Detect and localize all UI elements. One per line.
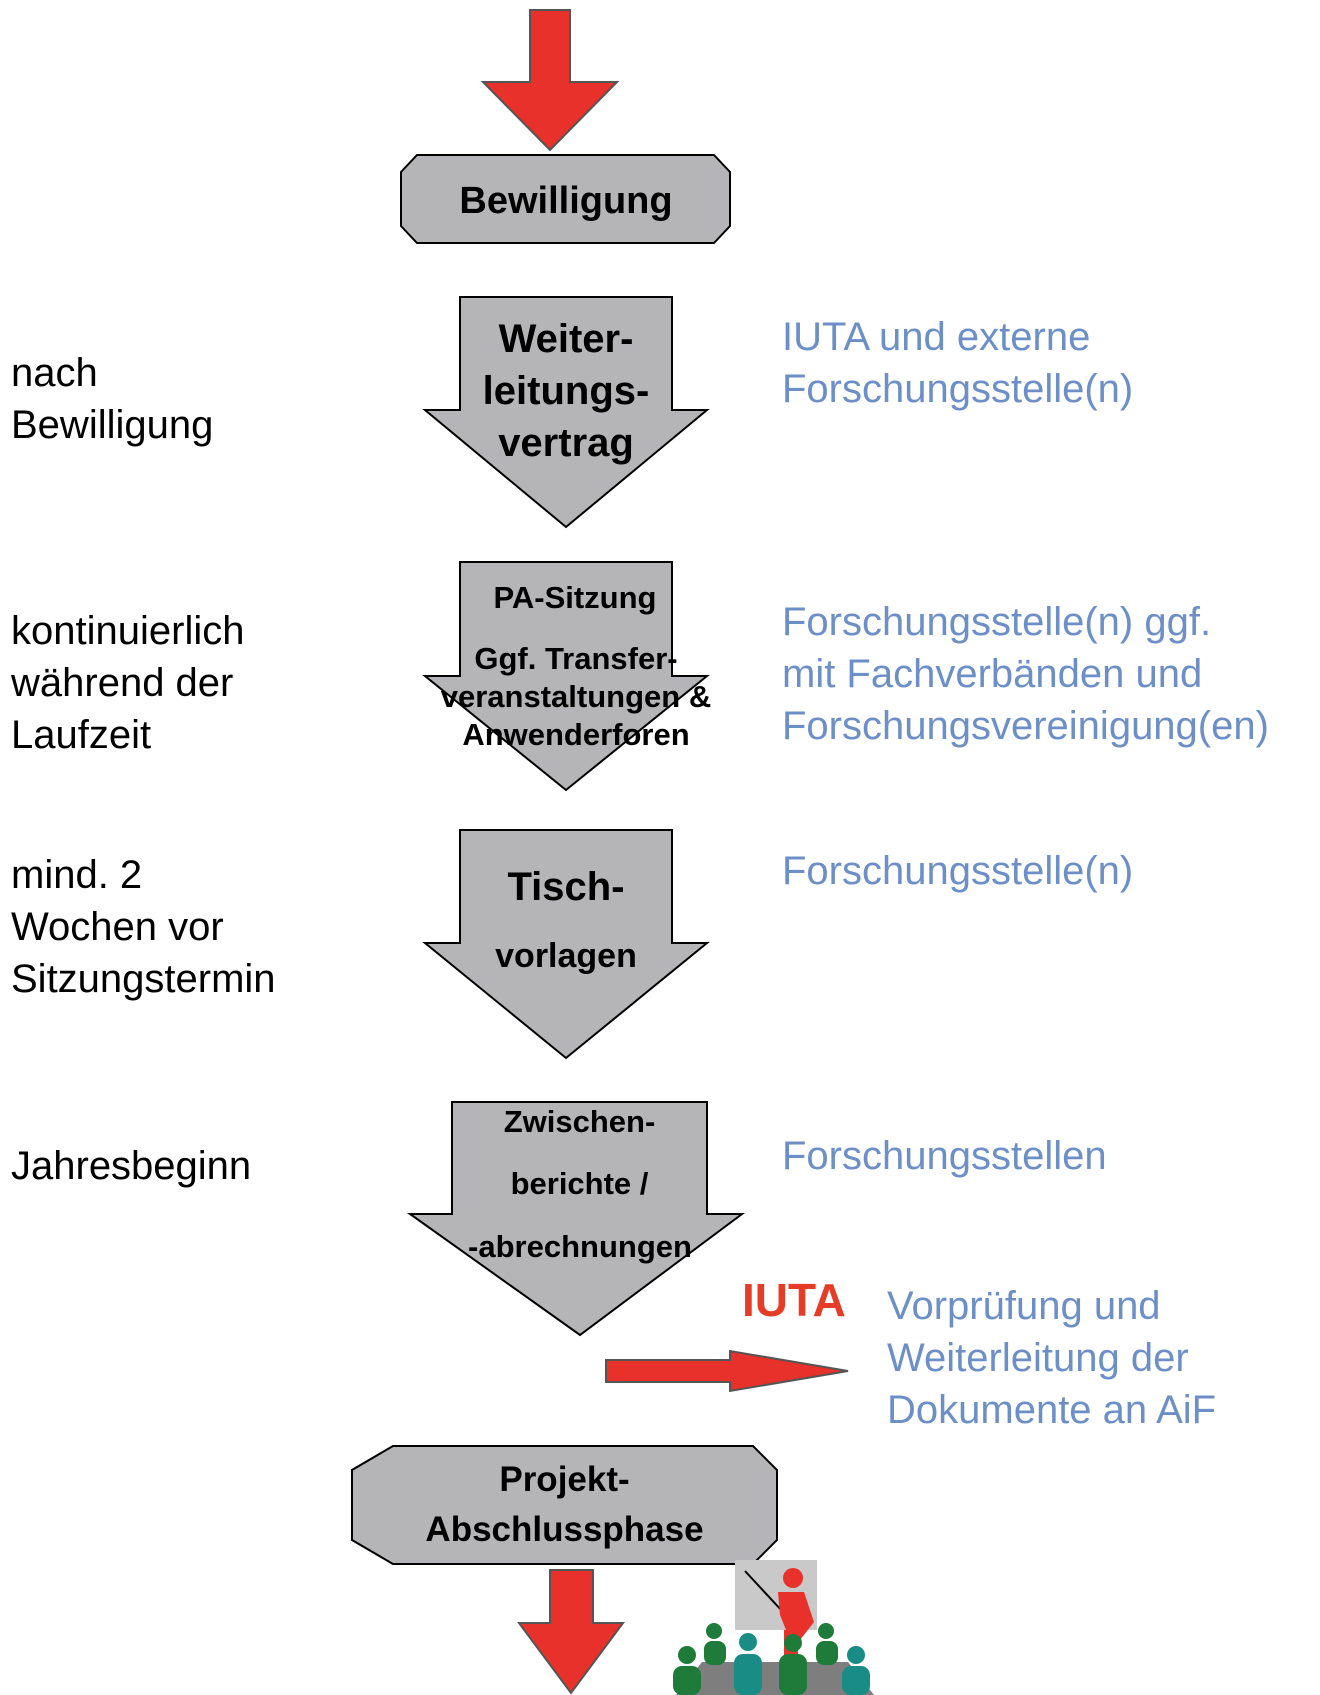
pa-sitzung-title: PA-Sitzung <box>493 580 657 615</box>
pa-sitzung-arrow <box>422 561 710 792</box>
pa-sitzung-sub: Ggf. Transfer- veranstaltungen & Anwende… <box>440 641 712 752</box>
top-arrow-icon <box>480 9 620 152</box>
tisch-label-1: Tisch- <box>507 865 625 909</box>
abschluss-label: Projekt- Abschlussphase <box>425 1460 704 1549</box>
timing-nach-bewilligung: nach Bewilligung <box>11 351 214 447</box>
zwischen-label-3: -abrechnungen <box>468 1229 692 1264</box>
weiterleitung-arrow <box>422 296 710 529</box>
responsible-iuta-extern: IUTA und externe Forschungsstelle(n) <box>782 315 1134 411</box>
iuta-pointer-arrow <box>605 1349 849 1393</box>
responsible-forschungsstellen-zwischen: Forschungsstellen <box>782 1134 1107 1178</box>
iuta-label: IUTA <box>742 1274 846 1326</box>
timing-kontinuierlich: kontinuierlich während der Laufzeit <box>11 609 245 757</box>
zwischen-label-1: Zwischen- <box>503 1104 656 1139</box>
iuta-description: Vorprüfung und Weiterleitung der Dokumen… <box>887 1284 1217 1432</box>
timing-jahresbeginn: Jahresbeginn <box>11 1144 252 1188</box>
bewilligung-shape <box>400 154 731 244</box>
bottom-arrow-icon <box>517 1569 625 1695</box>
bewilligung-label: Bewilligung <box>459 180 673 222</box>
zwischenberichte-arrow <box>406 1101 746 1337</box>
tisch-label-2: vorlagen <box>495 937 637 975</box>
zwischen-label-2: berichte / <box>510 1166 649 1201</box>
responsible-forschungsstellen-fachverbaende: Forschungsstelle(n) ggf. mit Fachverbänd… <box>782 600 1269 748</box>
responsible-forschungsstellen-tisch: Forschungsstelle(n) <box>782 849 1134 893</box>
presentation-icon <box>673 1560 874 1695</box>
timing-mind-2-wochen: mind. 2 Wochen vor Sitzungstermin <box>11 853 276 1001</box>
weiterleitung-label: Weiter- leitungs- vertrag <box>482 317 650 465</box>
tischvorlagen-arrow <box>422 829 710 1060</box>
